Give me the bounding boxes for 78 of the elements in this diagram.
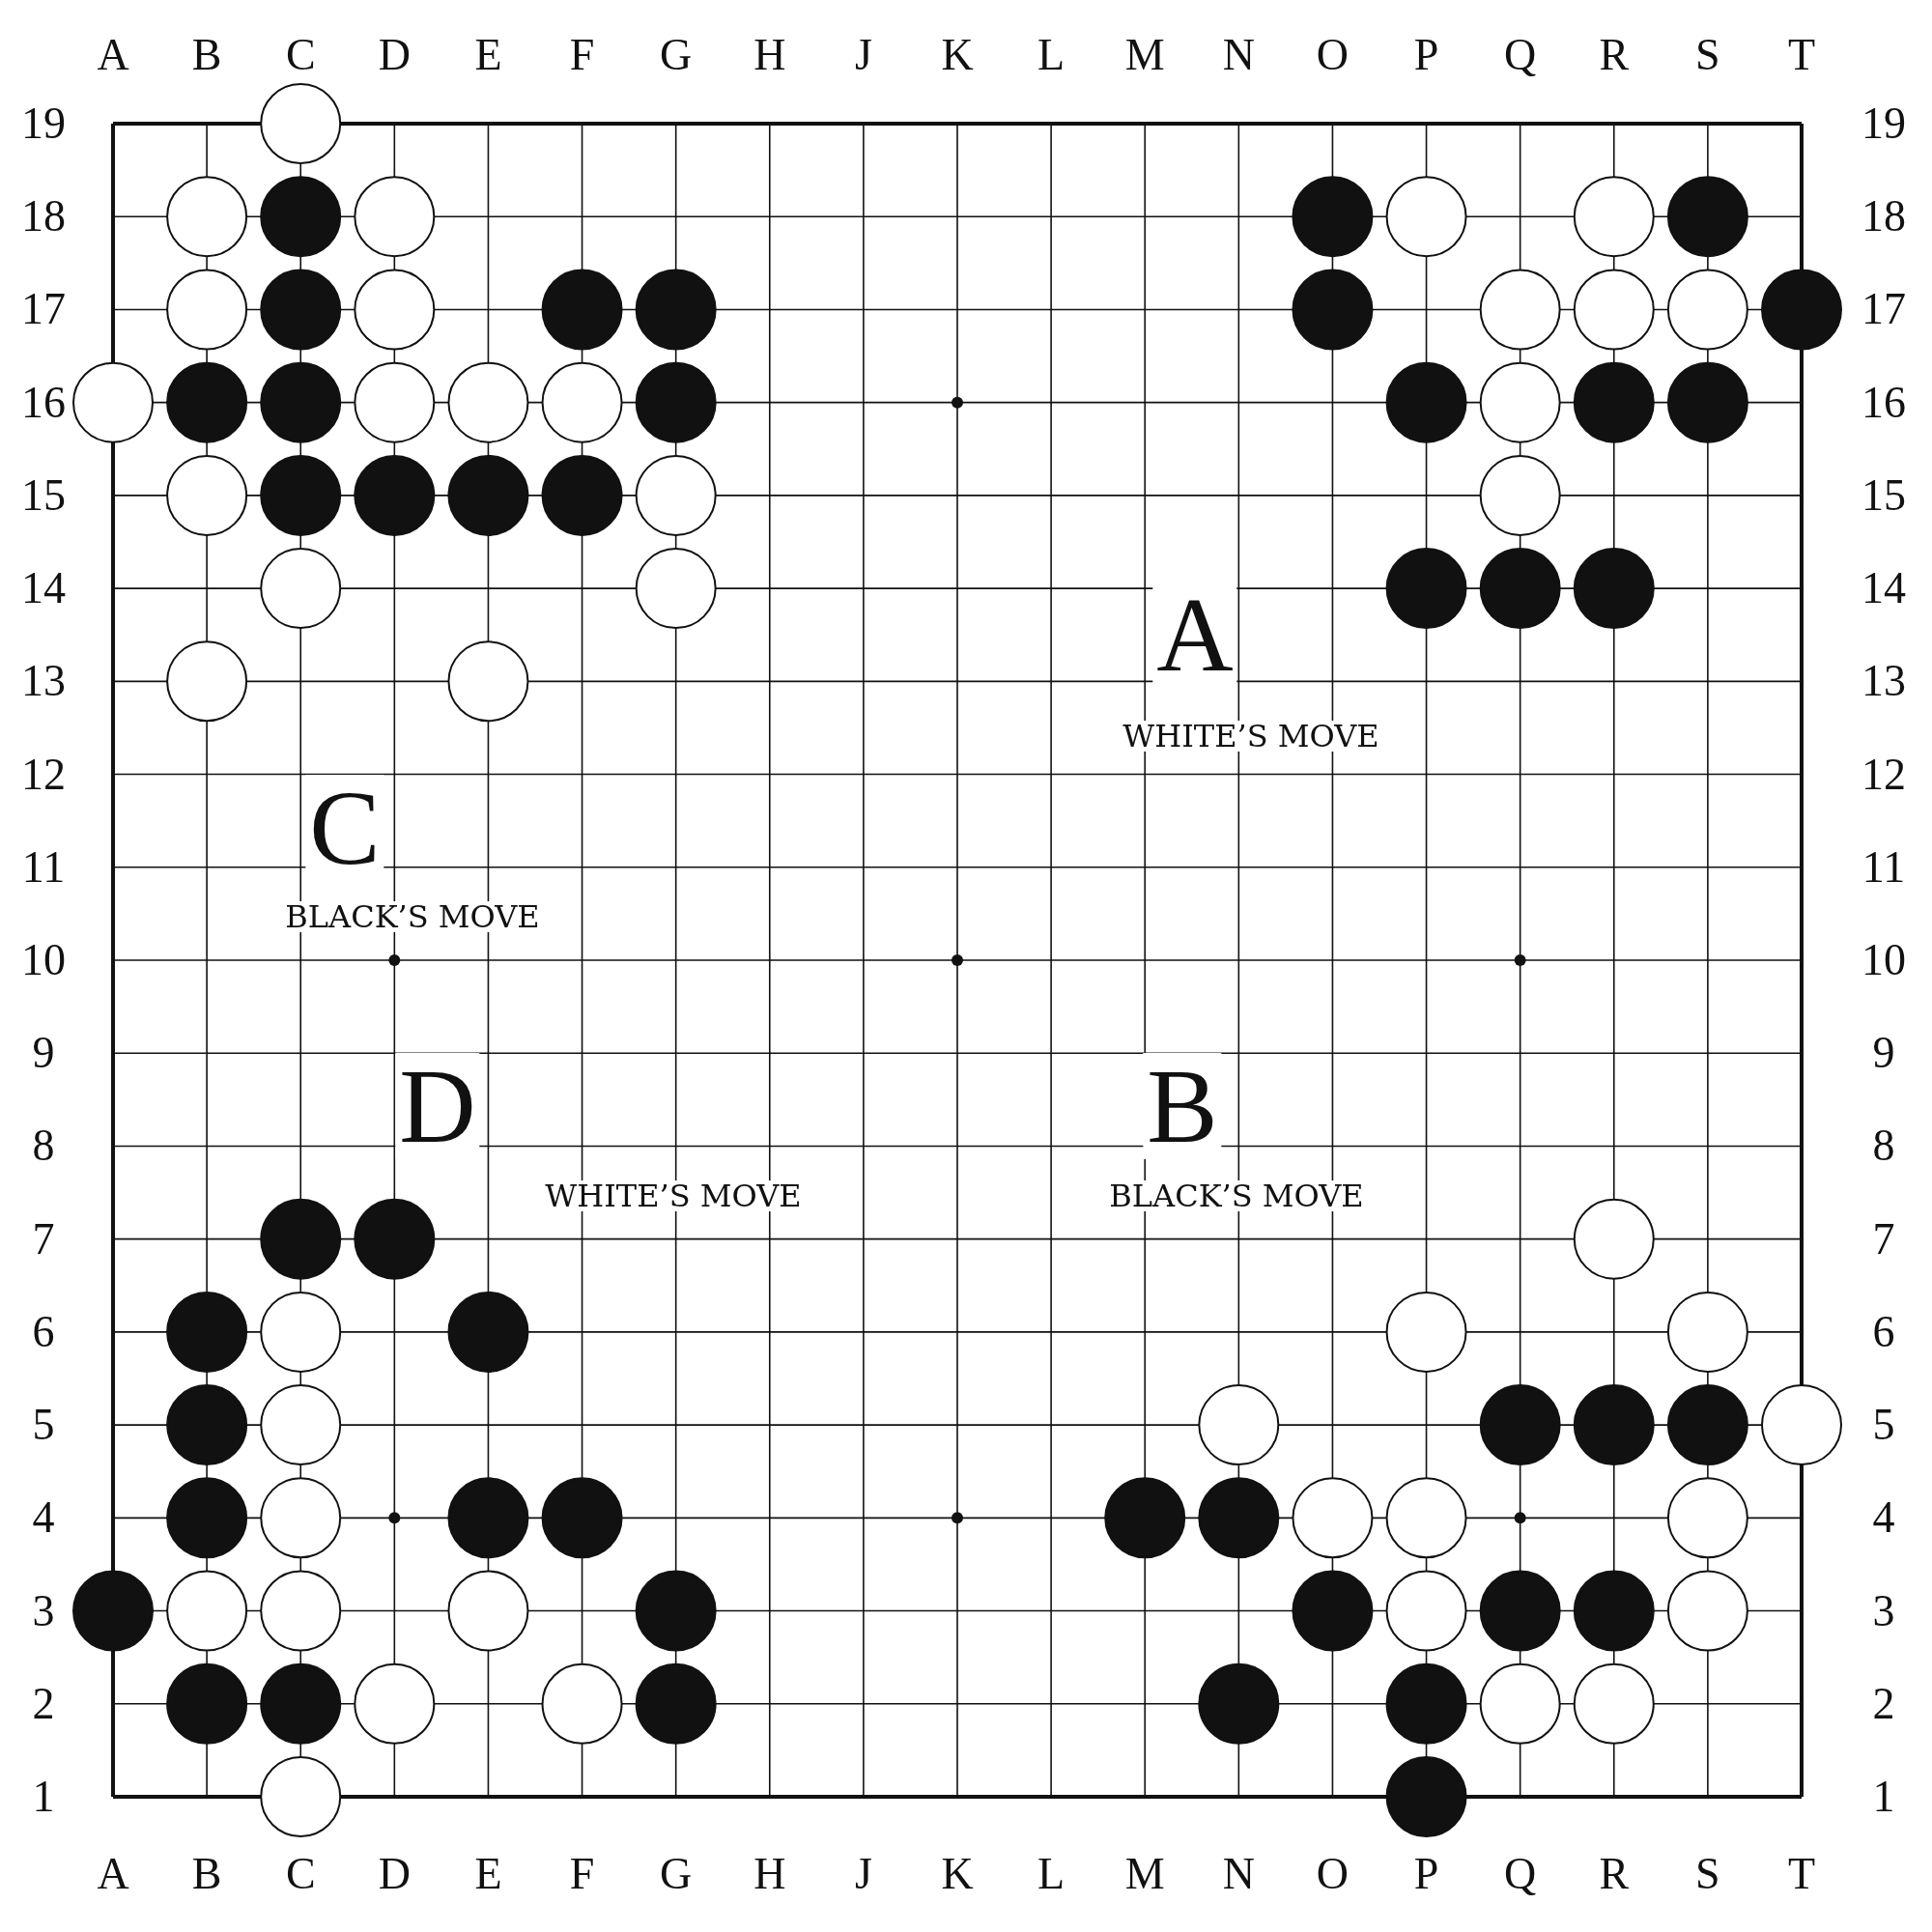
row-label: 18 (1861, 194, 1906, 240)
column-label: Q (1504, 1852, 1537, 1896)
column-label: K (941, 1852, 974, 1896)
row-label: 17 (1861, 287, 1906, 332)
row-label: 1 (1872, 1775, 1895, 1819)
row-label: 5 (32, 1403, 55, 1448)
row-label: 5 (1872, 1403, 1895, 1448)
row-label: 15 (21, 472, 66, 518)
column-label: N (1222, 1852, 1255, 1896)
column-label: Q (1504, 33, 1537, 77)
row-label: 16 (21, 380, 66, 425)
column-label: D (378, 33, 411, 77)
column-label: F (569, 33, 595, 77)
column-label: O (1316, 33, 1350, 77)
row-label: 9 (32, 1031, 55, 1076)
row-label: 13 (1861, 659, 1906, 704)
column-label: B (191, 1852, 222, 1896)
diagram-letter: B (1143, 1053, 1222, 1159)
column-label: L (1037, 1852, 1065, 1896)
column-label: F (569, 1852, 595, 1896)
column-label: L (1037, 33, 1065, 77)
row-label: 4 (32, 1495, 55, 1541)
column-label: T (1787, 1852, 1816, 1896)
row-label: 7 (1872, 1216, 1895, 1262)
row-label: 10 (1861, 938, 1906, 982)
column-label: D (378, 1852, 411, 1896)
row-label: 12 (1861, 752, 1906, 797)
row-label: 17 (21, 287, 66, 332)
column-label: P (1413, 33, 1439, 77)
column-label: M (1124, 33, 1165, 77)
column-label: R (1599, 33, 1630, 77)
row-label: 2 (1872, 1681, 1895, 1726)
row-label: 6 (1872, 1309, 1895, 1354)
column-label: C (285, 1852, 316, 1896)
column-label: A (97, 33, 129, 77)
column-label: G (660, 33, 693, 77)
column-label: M (1124, 1852, 1165, 1896)
row-label: 10 (21, 938, 66, 982)
column-label: S (1695, 33, 1720, 77)
column-label: J (854, 33, 872, 77)
row-label: 19 (1861, 101, 1906, 146)
row-label: 11 (1861, 844, 1906, 890)
diagram-letter: D (395, 1053, 480, 1159)
row-label: 2 (32, 1681, 55, 1726)
column-label: B (191, 33, 222, 77)
column-label: O (1316, 1852, 1350, 1896)
column-label: H (753, 33, 786, 77)
column-label: A (97, 1852, 129, 1896)
column-label: P (1413, 1852, 1439, 1896)
row-label: 1 (32, 1775, 55, 1819)
column-label: E (474, 1852, 502, 1896)
row-label: 14 (21, 566, 66, 611)
column-label: J (854, 1852, 872, 1896)
column-label: S (1695, 1852, 1720, 1896)
column-label: G (660, 1852, 693, 1896)
row-label: 11 (21, 844, 66, 890)
row-label: 12 (21, 752, 66, 797)
column-label: C (285, 33, 316, 77)
row-label: 9 (1872, 1031, 1895, 1076)
row-label: 4 (1872, 1495, 1895, 1541)
column-label: E (474, 33, 502, 77)
column-label: T (1787, 33, 1816, 77)
row-label: 15 (1861, 472, 1906, 518)
row-label: 7 (32, 1216, 55, 1262)
row-label: 8 (1872, 1123, 1895, 1169)
row-label: 18 (21, 194, 66, 240)
row-label: 16 (1861, 380, 1906, 425)
column-label: R (1599, 1852, 1630, 1896)
row-label: 6 (32, 1309, 55, 1354)
row-label: 8 (32, 1123, 55, 1169)
row-label: 14 (1861, 566, 1906, 611)
row-label: 13 (21, 659, 66, 704)
column-label: K (941, 33, 974, 77)
row-label: 3 (32, 1588, 55, 1634)
column-label: N (1222, 33, 1255, 77)
row-label: 19 (21, 101, 66, 146)
column-label: H (753, 1852, 786, 1896)
row-label: 3 (1872, 1588, 1895, 1634)
